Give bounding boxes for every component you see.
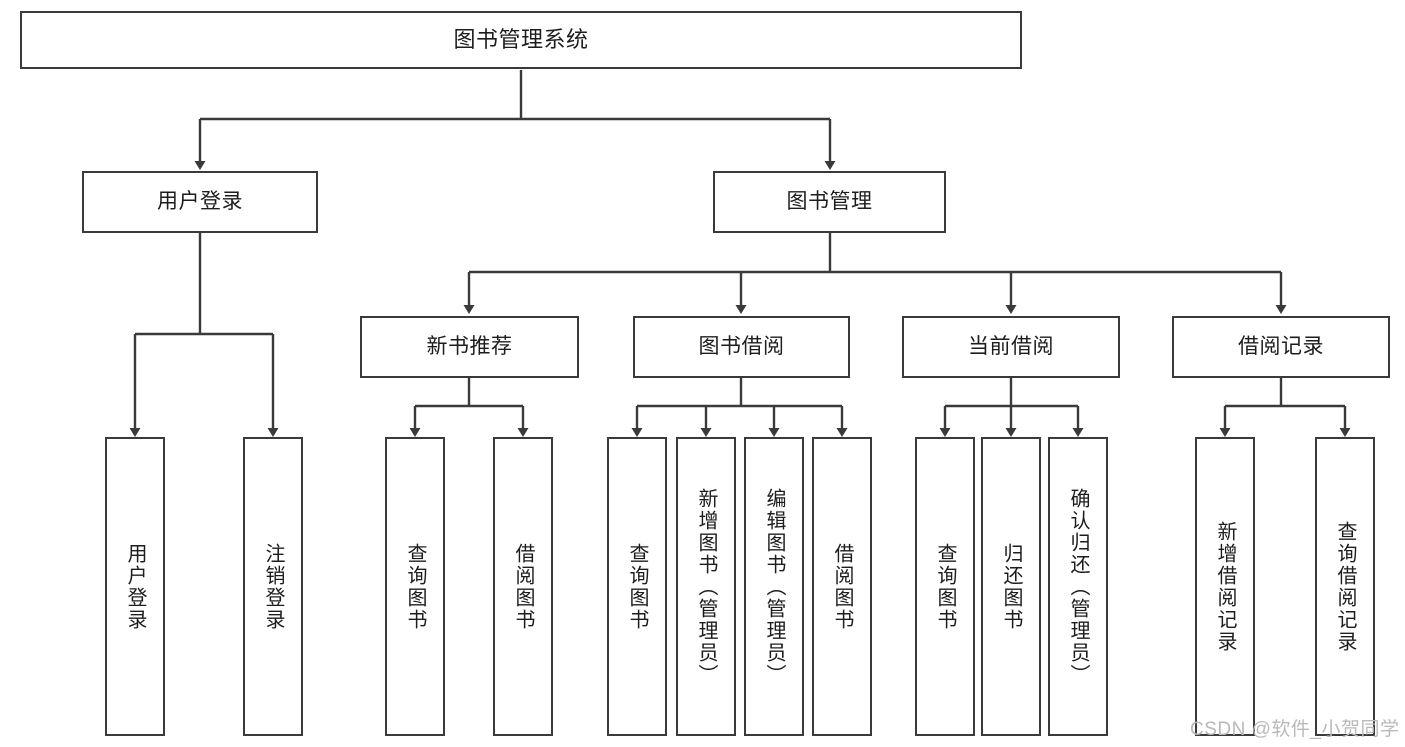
node-borrow-record[interactable]: 借阅记录 <box>1172 316 1390 378</box>
leaf-borrow-record-query-record[interactable]: 查询借阅记录 <box>1315 437 1375 736</box>
node-label: 借阅图书 <box>831 542 853 631</box>
leaf-new-book-borrow-book[interactable]: 借阅图书 <box>493 437 553 736</box>
node-current-borrow[interactable]: 当前借阅 <box>902 316 1120 378</box>
node-label: 归还图书 <box>1000 542 1022 631</box>
node-label: 确认归还（管理员） <box>1067 487 1089 686</box>
node-label: 新增图书（管理员） <box>695 487 717 686</box>
node-label: 用户登录 <box>124 542 146 631</box>
node-user-login[interactable]: 用户登录 <box>82 171 318 233</box>
node-label: 编辑图书（管理员） <box>763 487 785 686</box>
node-label: 新书推荐 <box>426 334 513 358</box>
node-label: 借阅记录 <box>1238 334 1324 358</box>
node-label: 图书管理系统 <box>453 27 589 53</box>
leaf-current-borrow-query-book[interactable]: 查询图书 <box>915 437 975 736</box>
node-label: 新增借阅记录 <box>1214 520 1236 653</box>
leaf-new-book-query-book[interactable]: 查询图书 <box>385 437 445 736</box>
node-root-book-management-system[interactable]: 图书管理系统 <box>20 11 1022 69</box>
leaf-borrow-record-add-record[interactable]: 新增借阅记录 <box>1195 437 1255 736</box>
leaf-user-login-login[interactable]: 用户登录 <box>105 437 165 736</box>
leaf-book-borrow-query-book[interactable]: 查询图书 <box>607 437 667 736</box>
node-label: 查询图书 <box>626 542 648 631</box>
leaf-current-borrow-confirm-return-admin[interactable]: 确认归还（管理员） <box>1048 437 1108 736</box>
node-label: 查询借阅记录 <box>1334 520 1356 653</box>
node-book-borrow[interactable]: 图书借阅 <box>633 316 850 378</box>
leaf-user-login-logout[interactable]: 注销登录 <box>243 437 303 736</box>
node-label: 借阅图书 <box>512 542 534 631</box>
node-label: 图书管理 <box>786 189 873 213</box>
leaf-book-borrow-add-book-admin[interactable]: 新增图书（管理员） <box>676 437 736 736</box>
node-label: 图书借阅 <box>698 334 785 358</box>
node-new-book-recommend[interactable]: 新书推荐 <box>360 316 579 378</box>
node-label: 用户登录 <box>157 189 243 213</box>
node-label: 注销登录 <box>262 542 284 631</box>
node-label: 查询图书 <box>404 542 426 631</box>
leaf-book-borrow-borrow-book[interactable]: 借阅图书 <box>812 437 872 736</box>
node-label: 当前借阅 <box>968 334 1054 358</box>
leaf-current-borrow-return-book[interactable]: 归还图书 <box>981 437 1041 736</box>
leaf-book-borrow-edit-book-admin[interactable]: 编辑图书（管理员） <box>744 437 804 736</box>
node-label: 查询图书 <box>934 542 956 631</box>
node-book-management[interactable]: 图书管理 <box>713 171 946 233</box>
